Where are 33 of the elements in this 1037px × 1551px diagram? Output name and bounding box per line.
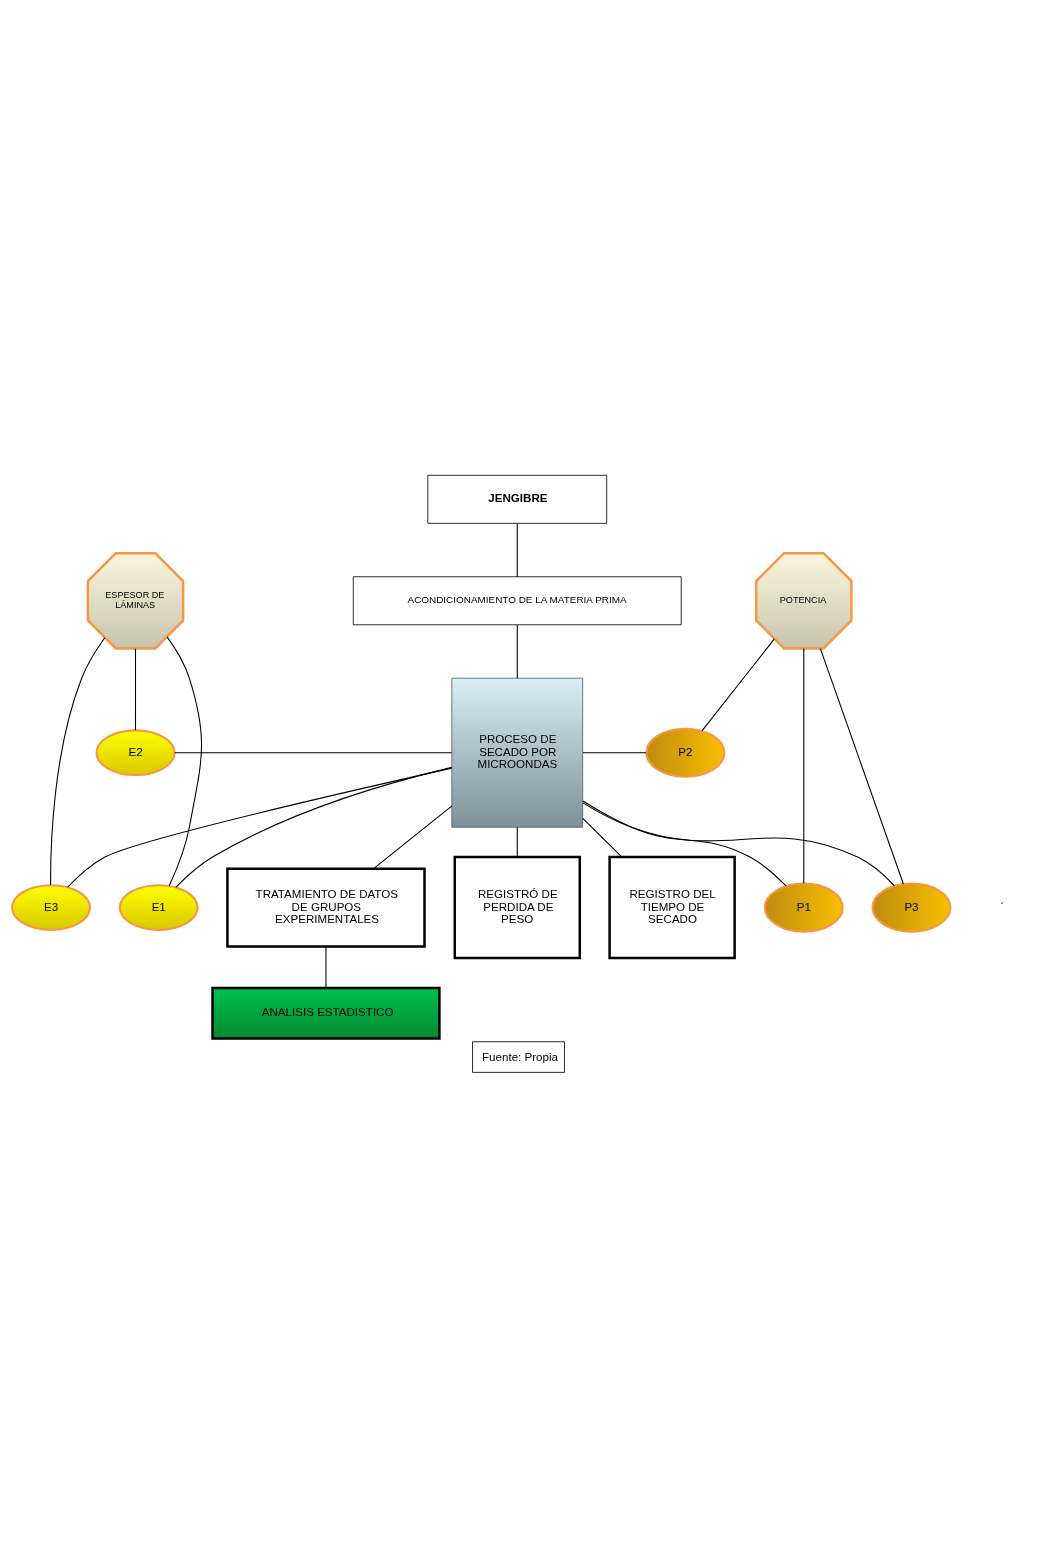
node-ellipse: E3: [11, 884, 91, 931]
connector: [50, 637, 106, 886]
connector: [134, 648, 137, 731]
connector: [819, 648, 904, 885]
connector: [166, 636, 203, 887]
connector: [67, 767, 453, 888]
connector: [803, 648, 805, 884]
node-ellipse: E1: [118, 884, 199, 931]
node-box: JENGIBRE: [427, 474, 608, 524]
connector: [516, 624, 518, 679]
node-ellipse: E2: [95, 729, 176, 777]
node-box: TRATAMIENTO DE DATOS DE GRUPOS EXPERIMENTALES: [226, 867, 426, 948]
node-box: PROCESO DE SECADO POR MICROONDAS: [451, 677, 584, 828]
node-box: ANALISIS ESTADISTICO: [211, 986, 441, 1040]
connector: [582, 800, 787, 887]
node-ellipse: P2: [645, 727, 726, 778]
connector: [582, 802, 895, 887]
connector: [516, 826, 518, 858]
connector: [175, 766, 453, 888]
node-ellipse: P3: [871, 882, 952, 933]
connector: [582, 752, 647, 754]
connector: [174, 752, 453, 754]
caption: Fuente: Propia: [482, 1050, 559, 1063]
connector: [582, 817, 623, 858]
node-box: REGISTRÓ DE PERDIDA DE PESO: [453, 855, 581, 960]
connector: [516, 523, 518, 578]
node-box: ACONDICIONAMIENTO DE LA MATERIA PRIMA: [352, 576, 682, 626]
node-ellipse: P1: [763, 882, 844, 933]
node-box: REGISTRO DEL TIEMPO DE SECADO: [608, 855, 736, 960]
label: ´: [1000, 900, 1005, 913]
connector: [325, 946, 327, 989]
connector: [701, 638, 775, 732]
connector: [373, 805, 453, 870]
